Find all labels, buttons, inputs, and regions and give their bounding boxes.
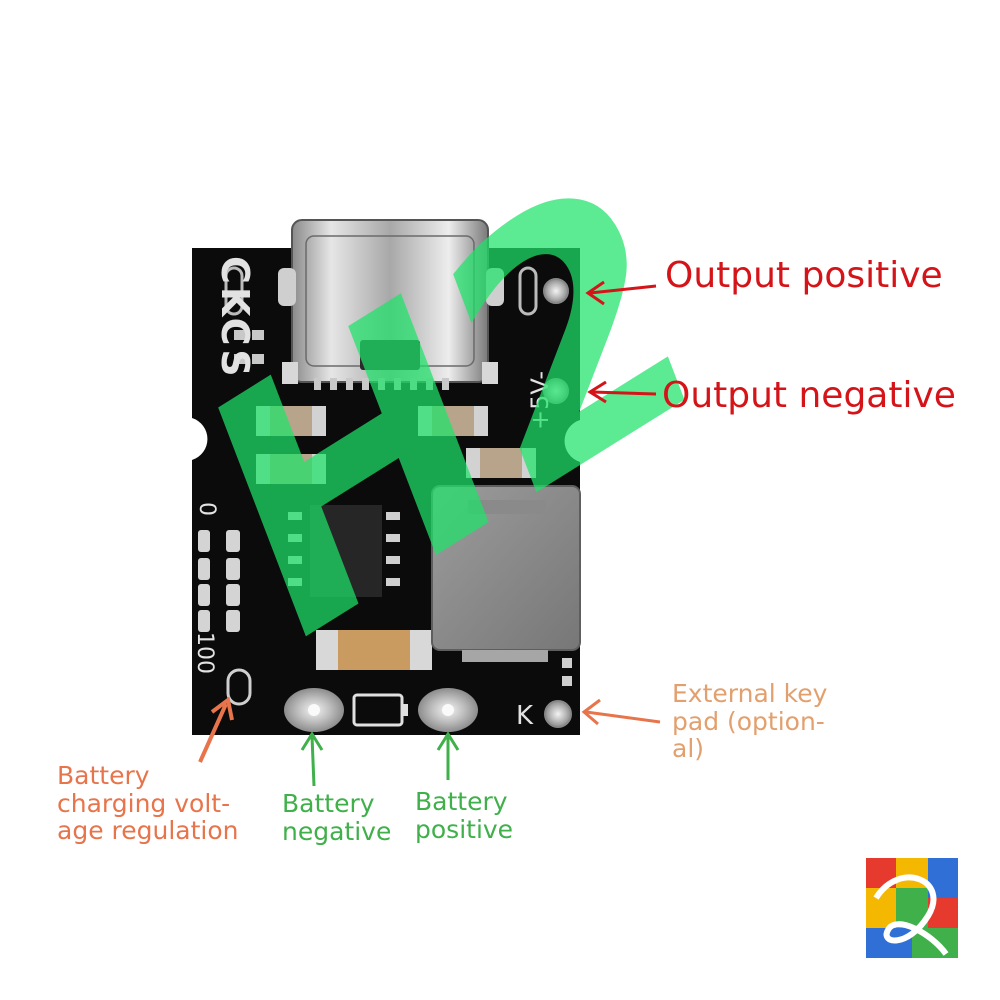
key-pad xyxy=(544,700,572,728)
battery-positive-pad xyxy=(418,688,478,732)
slot-pad xyxy=(518,266,538,316)
inductor xyxy=(431,485,581,662)
scale-high-silkscreen: 100 xyxy=(192,632,217,674)
arrow-output-negative xyxy=(587,380,657,404)
label-output-negative: Output negative xyxy=(662,375,956,416)
logo-mark xyxy=(866,858,958,958)
arrow-key xyxy=(581,698,661,726)
battery-icon xyxy=(352,693,408,727)
capacitor xyxy=(466,448,536,478)
battery-negative-pad xyxy=(284,688,344,732)
capacitor xyxy=(418,406,488,436)
arrow-regulation xyxy=(198,696,234,763)
output-negative-pad xyxy=(543,378,569,404)
voltage-silkscreen: +5V- xyxy=(526,371,554,430)
label-output-positive: Output positive xyxy=(665,255,943,296)
capacitor xyxy=(256,454,326,484)
label-battery-positive: Battery positive xyxy=(415,787,514,844)
smd-pads xyxy=(234,330,264,364)
indicator-leds xyxy=(198,530,240,632)
slot-pad xyxy=(224,266,244,316)
capacitor xyxy=(316,630,432,670)
arrow-battery-positive xyxy=(436,731,460,780)
capacitor xyxy=(256,406,326,436)
output-positive-pad xyxy=(543,278,569,304)
ic-chip xyxy=(288,505,400,597)
label-external-key: External key pad (option- al) xyxy=(672,679,828,763)
voltage-regulation-pad xyxy=(226,668,252,706)
usb-c-connector xyxy=(278,219,504,390)
smd-pads xyxy=(562,658,572,686)
label-battery-negative: Battery negative xyxy=(282,789,392,846)
arrow-battery-negative xyxy=(300,731,324,787)
arrow-output-positive xyxy=(585,280,657,306)
label-charging-regulation: Battery charging volt- age regulation xyxy=(57,761,239,845)
scale-low-silkscreen: 0 xyxy=(194,502,219,516)
key-silkscreen: K xyxy=(516,701,534,731)
brand-silkscreen: CKCS xyxy=(213,256,257,380)
